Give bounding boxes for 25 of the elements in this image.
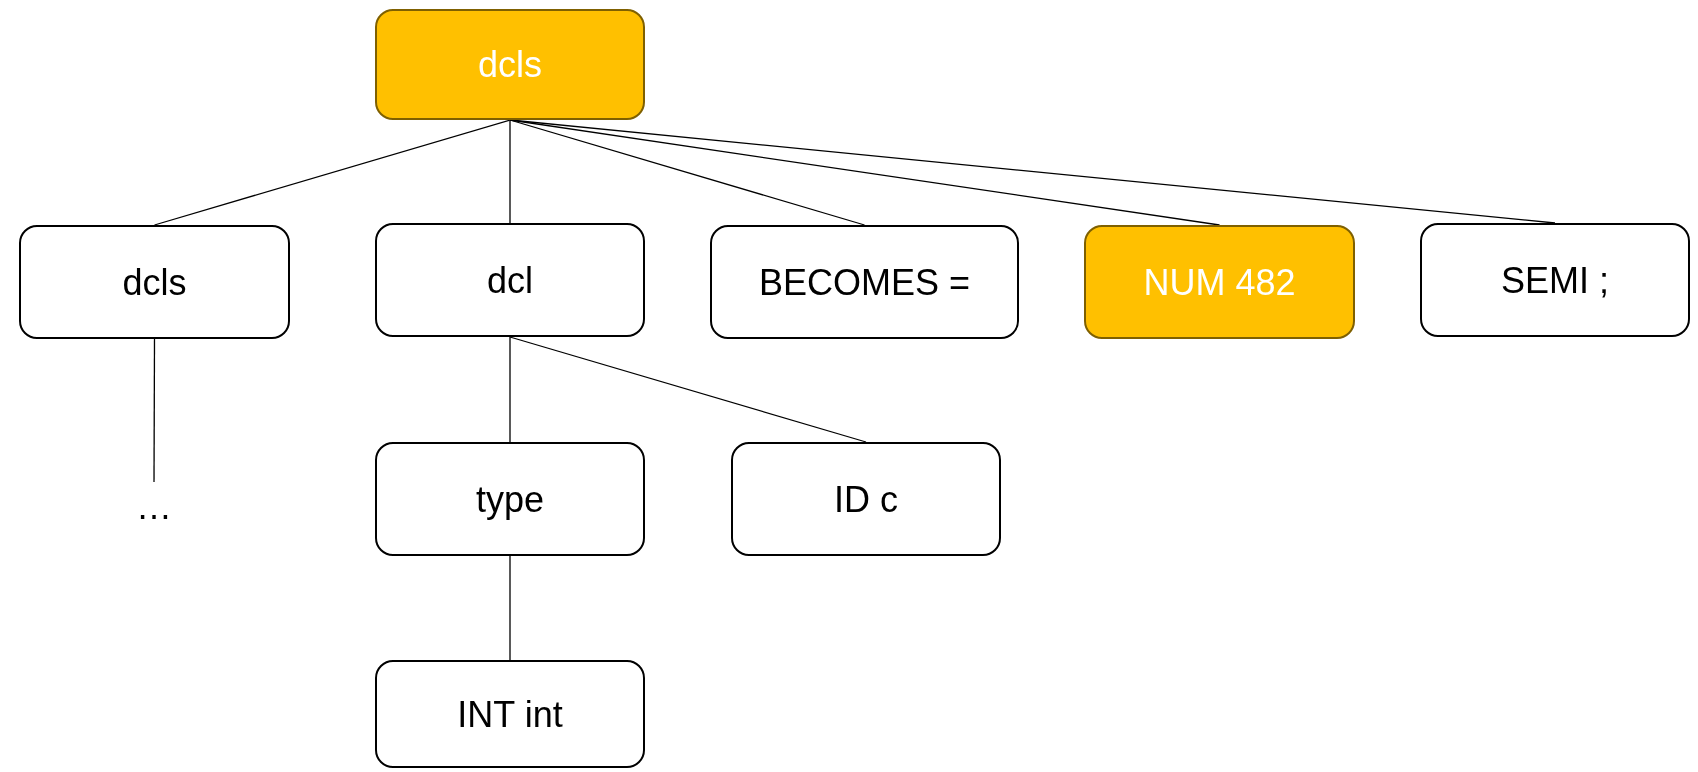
node-label: NUM 482	[1143, 260, 1296, 305]
connector-line	[509, 336, 511, 443]
tree-node	[19, 225, 290, 339]
tree-node	[1084, 225, 1355, 339]
tree-node	[375, 442, 645, 556]
tree-node	[731, 442, 1001, 556]
node-label: INT int	[457, 692, 563, 737]
connector-line	[153, 338, 156, 483]
node-label: BECOMES =	[758, 260, 971, 305]
node-label: ID c	[834, 477, 898, 522]
ellipsis-text: …	[112, 482, 196, 532]
node-label: dcl	[487, 258, 533, 303]
connector-line	[153, 119, 511, 226]
tree-node	[375, 9, 645, 120]
connector-line	[509, 555, 511, 661]
connector-line	[509, 119, 511, 224]
tree-node	[375, 660, 645, 768]
node-label: dcls	[478, 43, 542, 87]
node-label: type	[475, 477, 544, 522]
connector-line	[509, 336, 867, 443]
tree-node	[375, 223, 645, 337]
node-label: dcls	[122, 260, 187, 305]
tree-node	[710, 225, 1019, 339]
tree-node	[1420, 223, 1690, 337]
node-label: SEMI ;	[1501, 258, 1609, 303]
